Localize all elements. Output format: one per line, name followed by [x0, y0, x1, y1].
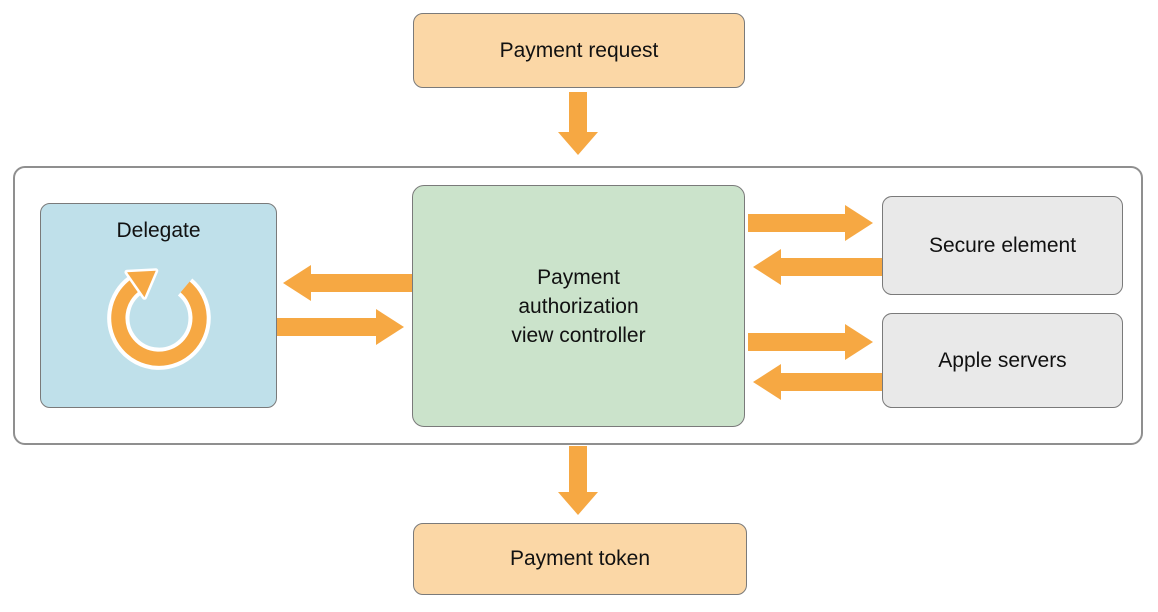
- arrow-shaft: [780, 373, 882, 391]
- arrow-shaft: [780, 258, 882, 276]
- arrow-payment-token-down: [558, 446, 598, 515]
- arrow-head-icon: [753, 249, 781, 285]
- arrow-shaft: [569, 92, 587, 133]
- arrow-secure-element-to-controller: [753, 249, 882, 285]
- arrow-head-icon: [558, 492, 598, 515]
- arrow-head-icon: [845, 205, 873, 241]
- arrow-delegate-to-controller: [277, 309, 404, 345]
- node-payment-token-label: Payment token: [509, 547, 651, 570]
- node-apple-servers: Apple servers: [882, 313, 1123, 408]
- node-payment-auth-line1: Payment: [537, 265, 620, 289]
- arrow-shaft: [277, 318, 377, 336]
- node-apple-servers-label: Apple servers: [938, 348, 1067, 372]
- arrow-shaft: [569, 446, 587, 493]
- arrow-controller-to-apple-servers: [748, 324, 873, 360]
- arrow-controller-to-secure-element: [748, 205, 873, 241]
- loop-arrow-icon: [106, 268, 211, 370]
- arrow-controller-to-delegate: [283, 265, 412, 301]
- node-payment-auth-line3: view controller: [511, 323, 646, 347]
- arrow-head-icon: [753, 364, 781, 400]
- arrow-head-icon: [283, 265, 311, 301]
- node-payment-request-label: Payment request: [499, 38, 659, 62]
- arrow-shaft: [748, 333, 846, 351]
- arrow-shaft: [748, 214, 846, 232]
- arrow-payment-request-down: [558, 92, 598, 155]
- node-payment-authorization-view-controller: Payment authorization view controller: [412, 185, 745, 427]
- arrow-head-icon: [845, 324, 873, 360]
- node-payment-request: Payment request: [413, 13, 745, 88]
- arrow-apple-servers-to-controller: [753, 364, 882, 400]
- node-payment-token: Payment token: [413, 523, 747, 595]
- node-delegate-label: Delegate: [116, 219, 201, 242]
- arrow-shaft: [310, 274, 412, 292]
- node-delegate: Delegate: [40, 203, 277, 408]
- node-secure-element-label: Secure element: [928, 233, 1077, 257]
- arrow-head-icon: [558, 132, 598, 155]
- node-payment-auth-line2: authorization: [518, 294, 639, 318]
- node-secure-element: Secure element: [882, 196, 1123, 295]
- arrow-head-icon: [376, 309, 404, 345]
